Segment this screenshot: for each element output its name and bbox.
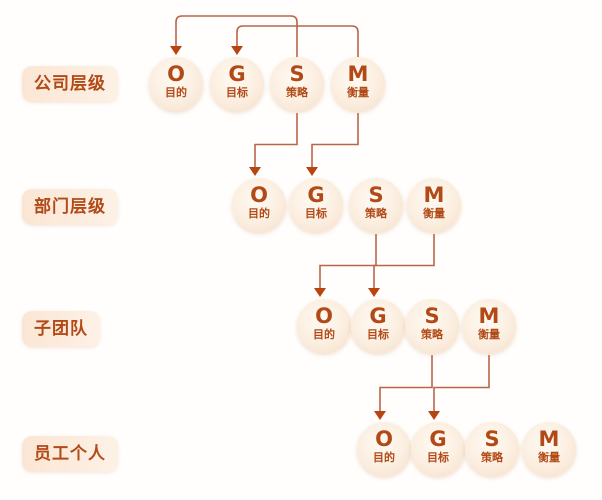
node-name: 策略 xyxy=(365,207,387,220)
node-letter: O xyxy=(167,62,185,86)
connector-line xyxy=(373,234,435,290)
node-name: 目标 xyxy=(367,328,389,341)
node-name: 目的 xyxy=(313,328,335,341)
connector-line xyxy=(254,113,298,169)
node-letter: S xyxy=(368,183,384,207)
node-name: 目的 xyxy=(373,451,395,464)
node-letter: M xyxy=(538,427,560,451)
connector-line xyxy=(433,355,490,413)
arrowhead-icon xyxy=(306,167,318,176)
connector-line xyxy=(236,25,359,57)
node-name: 策略 xyxy=(421,328,443,341)
node-name: 衡量 xyxy=(347,86,369,99)
node-letter: O xyxy=(375,427,393,451)
arrowhead-icon xyxy=(314,288,326,297)
node-name: 策略 xyxy=(481,451,503,464)
node-letter: G xyxy=(369,304,387,328)
arrowhead-icon xyxy=(170,46,182,55)
node-letter: S xyxy=(484,427,500,451)
node-letter: S xyxy=(289,62,305,86)
node-name: 目标 xyxy=(427,451,449,464)
arrowhead-icon xyxy=(428,411,440,420)
node-letter: G xyxy=(228,62,246,86)
level-label: 部门层级 xyxy=(22,189,118,225)
node-letter: G xyxy=(307,183,325,207)
node-name: 衡量 xyxy=(423,207,445,220)
connector-line xyxy=(379,355,433,413)
node-letter: M xyxy=(423,183,445,207)
level-label: 子团队 xyxy=(22,311,100,347)
connector-line xyxy=(175,15,298,57)
node-name: 策略 xyxy=(286,86,308,99)
node-letter: M xyxy=(347,62,369,86)
node-letter: G xyxy=(429,427,447,451)
node-name: 目标 xyxy=(226,86,248,99)
node-letter: O xyxy=(250,183,268,207)
node-letter: M xyxy=(478,304,500,328)
node-name: 目的 xyxy=(248,207,270,220)
arrowhead-icon xyxy=(249,167,261,176)
arrowhead-icon xyxy=(231,46,243,55)
node-name: 目的 xyxy=(165,86,187,99)
connector-line xyxy=(311,113,359,169)
node-letter: O xyxy=(315,304,333,328)
node-name: 衡量 xyxy=(538,451,560,464)
connector-line xyxy=(319,234,377,290)
level-label: 公司层级 xyxy=(22,66,118,102)
arrowhead-icon xyxy=(368,288,380,297)
level-label: 员工个人 xyxy=(22,436,118,472)
node-letter: S xyxy=(424,304,440,328)
node-name: 目标 xyxy=(305,207,327,220)
arrowhead-icon xyxy=(374,411,386,420)
node-name: 衡量 xyxy=(478,328,500,341)
